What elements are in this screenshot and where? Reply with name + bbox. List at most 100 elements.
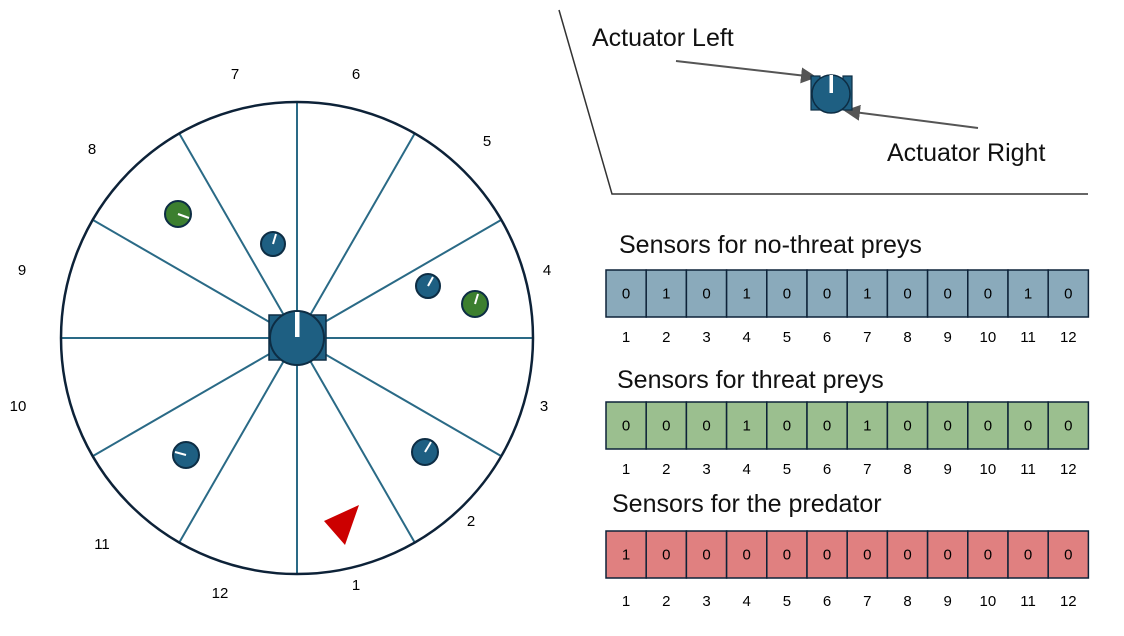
sensor-cell-value: 0	[984, 286, 992, 303]
actuator-inset: Actuator Left Actuator Right	[558, 9, 1088, 195]
sensor-cell	[967, 401, 1009, 450]
sensor-index: 3	[702, 593, 710, 610]
agent	[268, 310, 327, 366]
sensor-cell-value: 0	[1064, 418, 1072, 435]
inset-agent-heading	[829, 75, 833, 93]
sensor-index: 8	[903, 593, 911, 610]
sensor-cell-value: 0	[702, 418, 710, 435]
sensor-cell	[886, 401, 929, 450]
agent-body	[269, 310, 325, 366]
threat-prey	[461, 290, 489, 318]
sensor-cell-value: 0	[823, 547, 831, 564]
sensor-array-title: Sensors for the predator	[612, 490, 882, 518]
sensor-cell-value: 0	[944, 547, 952, 564]
sensor-index: 2	[662, 593, 670, 610]
sensor-cell	[645, 401, 688, 450]
sensor-cell-value: 0	[1024, 418, 1032, 435]
sensor-index: 6	[823, 329, 831, 346]
sensor-cell	[1007, 401, 1049, 450]
sensor-cell-value: 0	[1024, 547, 1032, 564]
sensor-cell	[766, 269, 808, 318]
sensor-cell	[806, 401, 848, 450]
sensor-cell	[967, 269, 1009, 318]
sensor-cell-value: 0	[662, 547, 670, 564]
sensor-index: 2	[662, 329, 670, 346]
sensor-cell-value: 0	[823, 286, 831, 303]
sensor-cell	[685, 401, 728, 450]
sensor-index: 10	[980, 329, 997, 346]
sensor-index: 6	[823, 593, 831, 610]
sector-divider	[92, 219, 298, 339]
sensor-cell-value: 0	[903, 418, 911, 435]
sensor-index: 4	[743, 329, 751, 346]
sector-number-labels: 1 2 3 4 5 6 7 8 9 10 11 12	[10, 66, 552, 602]
inset-frame	[558, 9, 1088, 195]
threat-prey	[164, 200, 192, 228]
arena-boundary	[59, 100, 535, 576]
sensor-cell	[685, 269, 728, 318]
sensor-cell-value: 0	[823, 418, 831, 435]
sensor-cell	[846, 269, 889, 318]
sensor-array-title: Sensors for no-threat preys	[619, 231, 922, 259]
sensor-cell-value: 0	[783, 286, 791, 303]
sensor-index: 3	[702, 329, 710, 346]
sector-divider	[296, 132, 416, 339]
agent-heading	[295, 312, 300, 337]
sector-number-11: 11	[94, 536, 110, 553]
sensor-index: 6	[823, 461, 831, 478]
sector-divider	[296, 219, 502, 339]
sensor-cell-value: 1	[622, 547, 630, 564]
sensor-cell	[645, 269, 688, 318]
sensor-cell	[605, 269, 647, 318]
sector-number-7: 7	[231, 66, 239, 83]
sensor-cell-value: 1	[863, 286, 871, 303]
sensor-index: 12	[1060, 461, 1077, 478]
sensor-cell	[926, 530, 969, 579]
sensor-cell-value: 0	[783, 418, 791, 435]
sensor-index: 4	[743, 461, 751, 478]
actuator-left-arrow	[675, 60, 817, 84]
sensor-cell-value: 1	[662, 286, 670, 303]
sensor-cell-value: 0	[903, 547, 911, 564]
sensor-index: 7	[863, 461, 871, 478]
sensor-index: 5	[783, 461, 791, 478]
sensor-index: 4	[743, 593, 751, 610]
sensor-cell-value: 0	[702, 286, 710, 303]
sector-number-3: 3	[540, 398, 548, 415]
sensor-index: 1	[622, 461, 630, 478]
arena-sector-lines	[61, 102, 533, 574]
no-threat-prey	[411, 438, 439, 466]
sensor-cell-value: 0	[1064, 286, 1072, 303]
sensor-cell-value: 1	[743, 418, 751, 435]
sensor-index: 2	[662, 461, 670, 478]
sensor-cell-value: 0	[702, 547, 710, 564]
sensor-cell	[1047, 401, 1090, 450]
no-threat-prey	[260, 231, 286, 257]
sensor-index: 1	[622, 329, 630, 346]
sensor-cell-value: 0	[944, 286, 952, 303]
sensor-cell-value: 0	[622, 418, 630, 435]
sensor-cell-value: 0	[903, 286, 911, 303]
sensor-cell	[645, 530, 688, 579]
arena: 1 2 3 4 5 6 7 8 9 10 11 12	[10, 66, 552, 602]
sensor-index: 10	[980, 461, 997, 478]
sensor-index: 8	[903, 329, 911, 346]
sector-number-8: 8	[88, 141, 96, 158]
sector-number-10: 10	[10, 398, 27, 415]
sector-number-9: 9	[18, 262, 26, 279]
sensor-cell-value: 0	[984, 547, 992, 564]
sensor-index: 7	[863, 329, 871, 346]
inset-agent	[810, 74, 853, 114]
sector-number-1: 1	[352, 577, 360, 594]
sensor-index: 3	[702, 461, 710, 478]
sensor-array-title: Sensors for threat preys	[617, 366, 884, 394]
sensor-cell-value: 1	[863, 418, 871, 435]
sector-divider	[296, 337, 416, 544]
sensor-index: 10	[980, 593, 997, 610]
